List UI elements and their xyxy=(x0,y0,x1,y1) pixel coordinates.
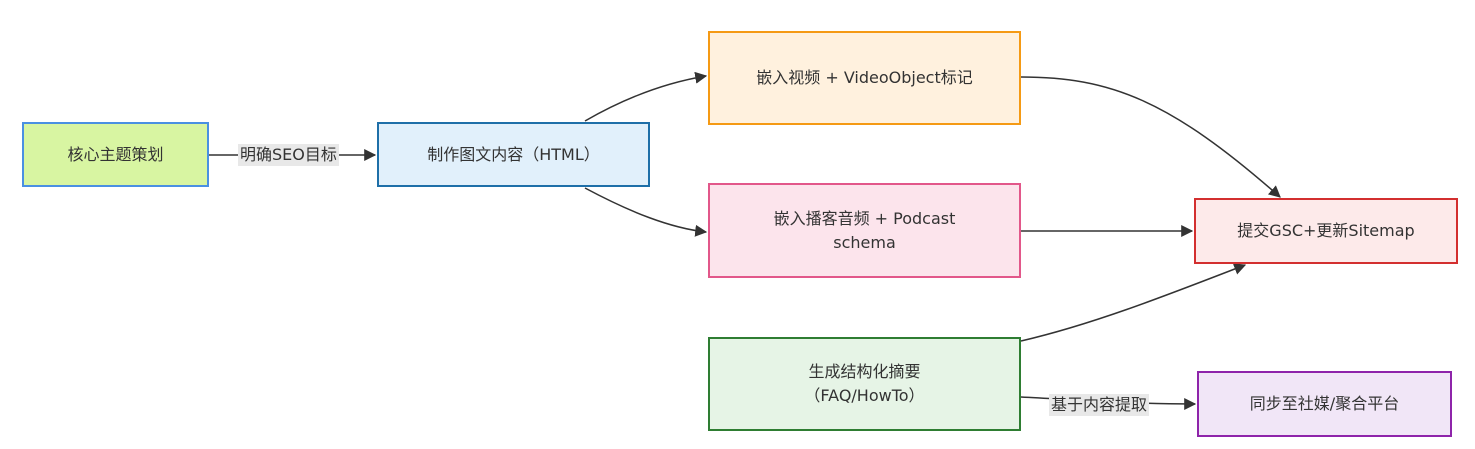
edge-video-to-gsc xyxy=(1020,76,1281,198)
node-embed-video: 嵌入视频 + VideoObject标记 xyxy=(708,31,1021,125)
node-core-topic: 核心主题策划 xyxy=(22,122,209,187)
edge-make-to-podcast xyxy=(584,187,708,237)
node-make-content-label: 制作图文内容（HTML） xyxy=(427,144,600,164)
edge-make-to-video xyxy=(584,71,708,122)
node-structured-summary-label: 生成结构化摘要（FAQ/HowTo） xyxy=(804,362,925,405)
node-embed-podcast-label: 嵌入播客音频 + Podcast schema xyxy=(773,208,956,252)
edge-label-summary-to-sync: 基于内容提取 xyxy=(1049,394,1150,416)
edge-summary-to-gsc xyxy=(1020,263,1247,342)
node-embed-video-label: 嵌入视频 + VideoObject标记 xyxy=(756,68,973,87)
node-sync-social-label: 同步至社媒/聚合平台 xyxy=(1249,394,1400,413)
edge-label-core-to-make: 明确SEO目标 xyxy=(238,144,339,166)
node-core-topic-label: 核心主题策划 xyxy=(67,144,164,164)
node-submit-gsc: 提交GSC+更新Sitemap xyxy=(1194,198,1458,264)
node-embed-podcast: 嵌入播客音频 + Podcast schema xyxy=(708,183,1021,278)
node-make-content: 制作图文内容（HTML） xyxy=(377,122,650,187)
node-structured-summary: 生成结构化摘要（FAQ/HowTo） xyxy=(708,337,1021,431)
node-sync-social: 同步至社媒/聚合平台 xyxy=(1197,371,1452,437)
node-submit-gsc-label: 提交GSC+更新Sitemap xyxy=(1237,221,1415,240)
